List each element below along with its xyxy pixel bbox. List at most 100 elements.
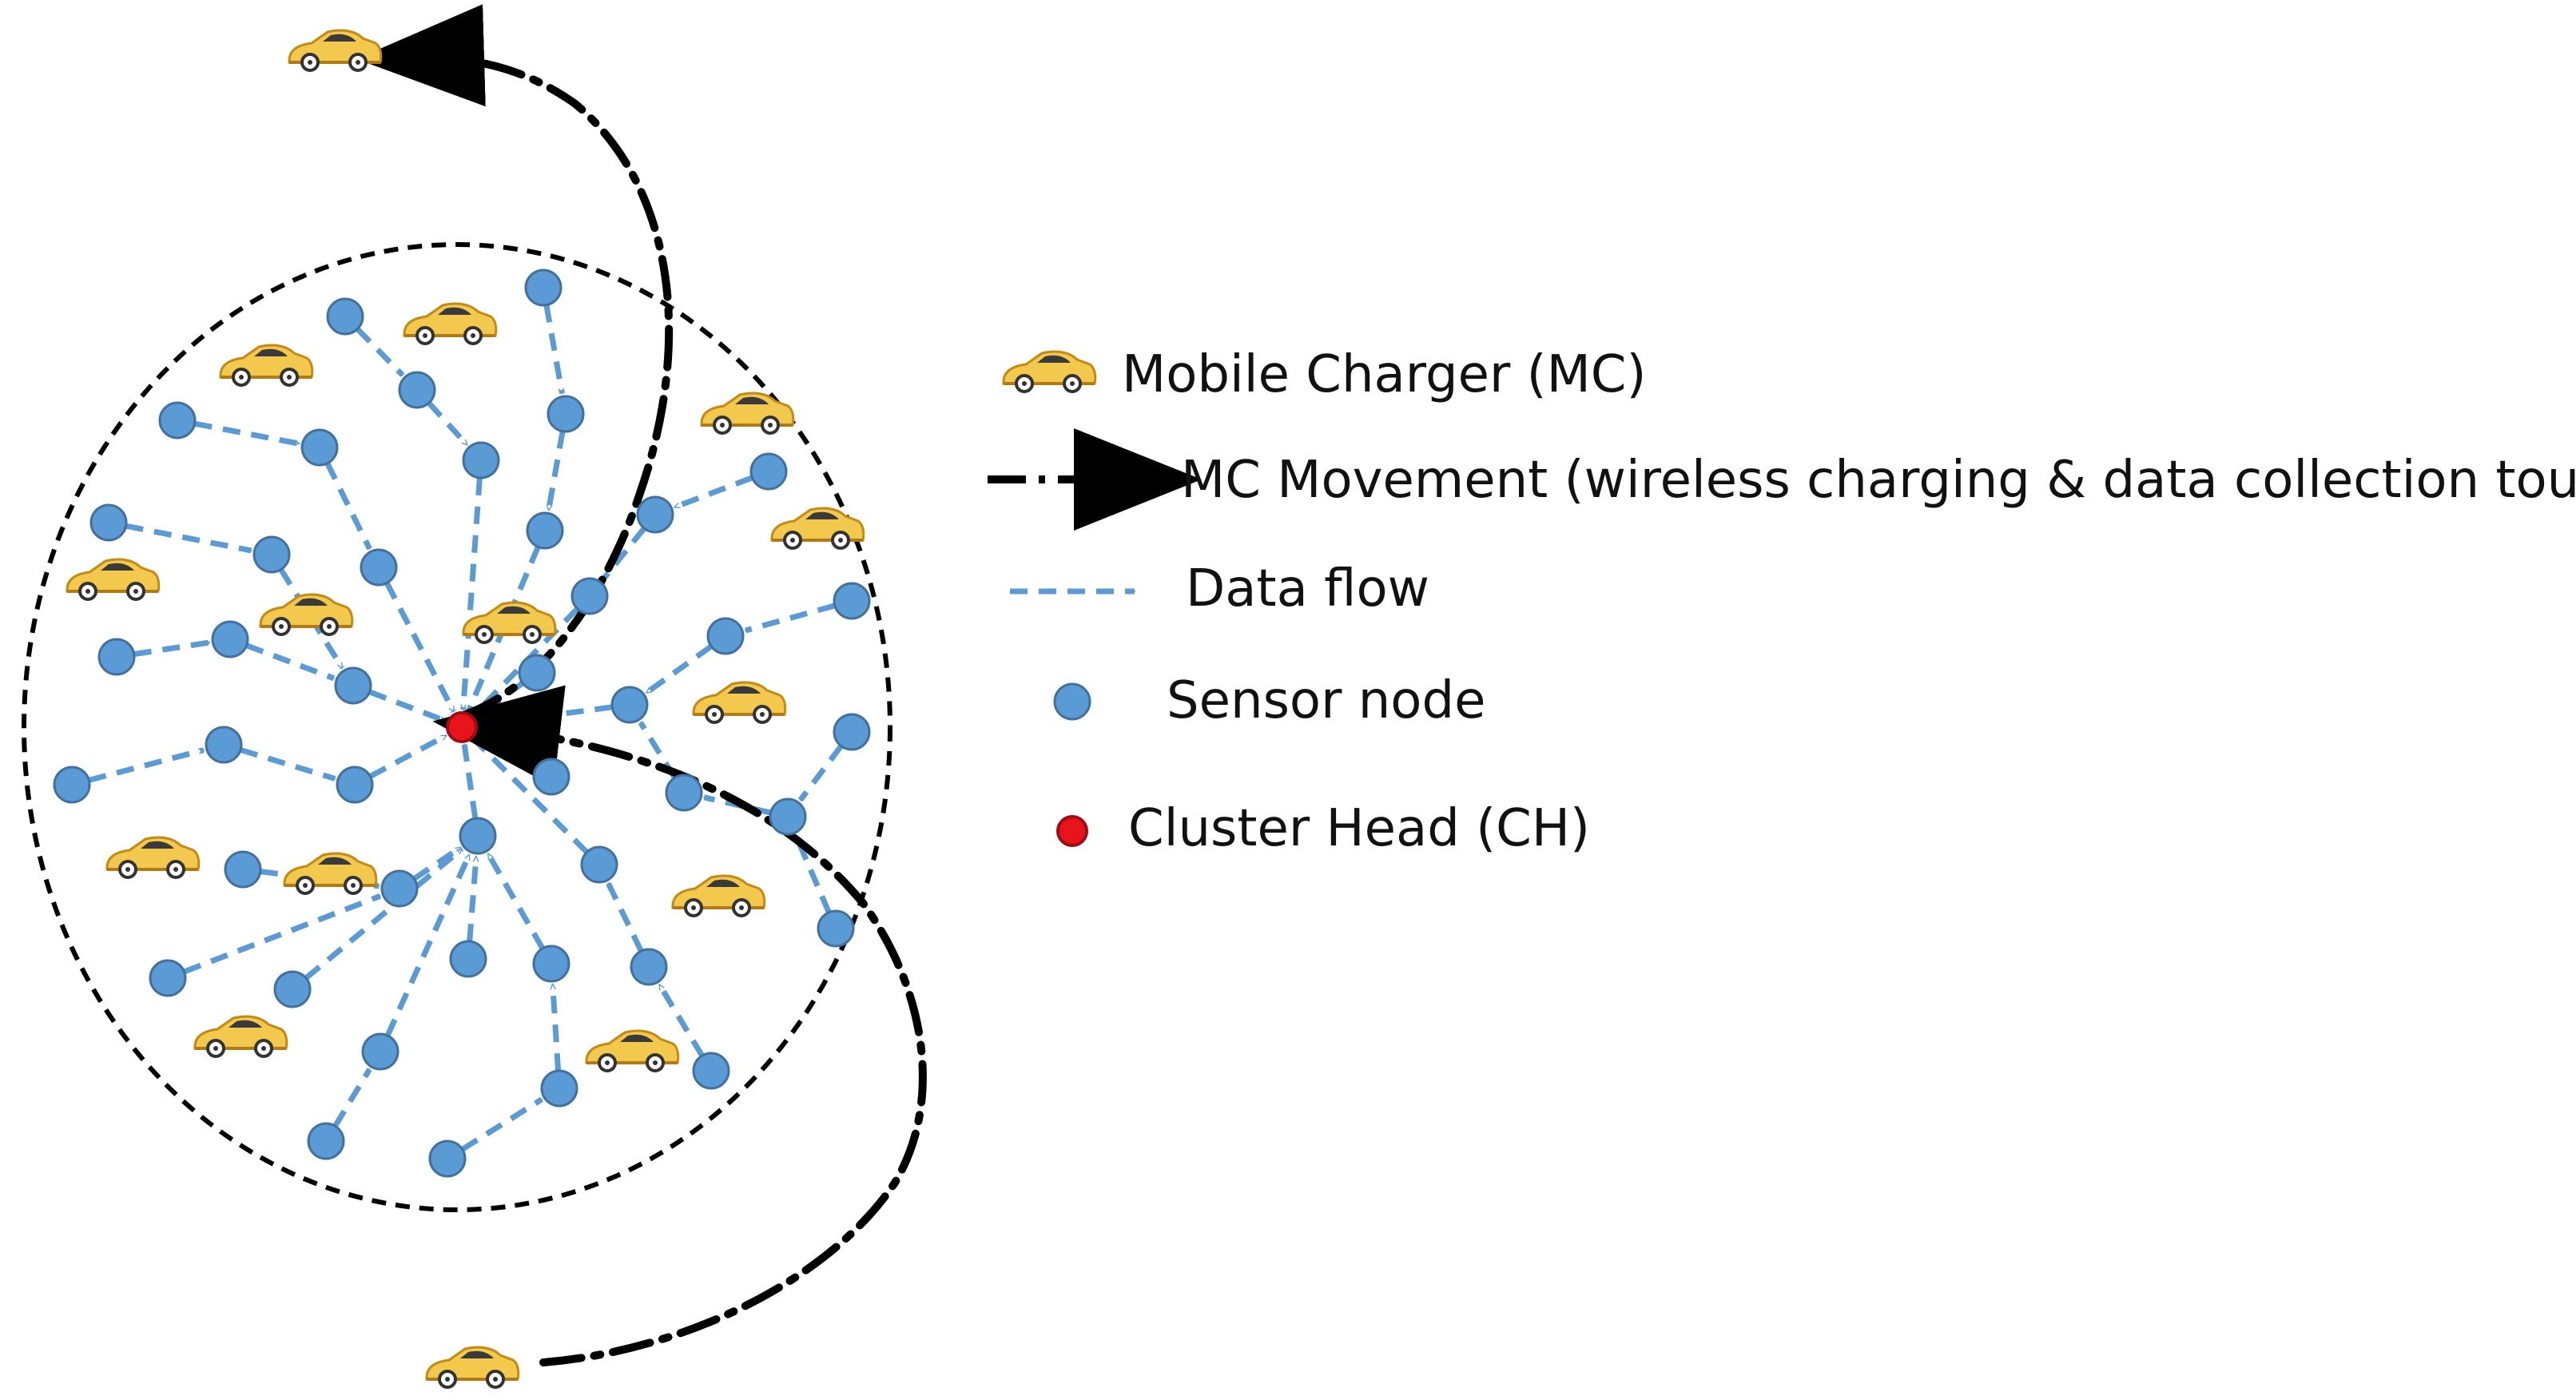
sensor-node [580, 845, 618, 884]
sensor-node [462, 441, 500, 479]
sensor-node [300, 428, 339, 467]
sensor-node [149, 959, 187, 997]
data-flow-arrow [550, 984, 562, 1072]
sensor-node [326, 297, 364, 336]
sensor-node [749, 452, 788, 491]
mc-movement-path [356, 4, 927, 1366]
mobile-charger-car [259, 593, 354, 636]
data-flow-arrow [125, 523, 252, 554]
data-flow-arrow [543, 304, 565, 394]
sensor-node [630, 948, 668, 986]
sensor-node [526, 511, 564, 550]
sensor-node [833, 713, 871, 751]
sensor-node [334, 666, 372, 705]
sensor-node [532, 758, 570, 796]
sensor-node [361, 1032, 400, 1071]
sensor-node [540, 1069, 578, 1108]
legend-mobile-charger-label: Mobile Charger (MC) [1122, 345, 1646, 404]
sensor-node [817, 909, 855, 948]
sensor-node [89, 503, 128, 542]
data-flow-arrow [606, 883, 644, 953]
sensor-node [547, 395, 585, 433]
sensor-node [273, 970, 312, 1008]
data-flow-arrow [183, 893, 380, 975]
data-flow-arrow [657, 983, 705, 1057]
legend-cluster-head-label: Cluster Head (CH) [1128, 799, 1590, 858]
data-flow-arrow [467, 857, 479, 942]
sensor-node [524, 268, 563, 307]
sensor-node [97, 638, 136, 676]
mobile-charger-car [700, 392, 795, 435]
legend-mobile-charger-icon [1002, 350, 1097, 393]
sensor-node [610, 686, 649, 724]
mobile-charger-car [692, 681, 787, 724]
data-flow-arrow [193, 420, 300, 447]
data-flow-arrow [546, 431, 566, 511]
data-flow-arrow [304, 846, 464, 980]
data-flow-arrow [674, 475, 753, 511]
legend-sensor-node-label: Sensor node [1167, 671, 1485, 730]
data-flow-arrow [384, 581, 456, 712]
mobile-charger-car [193, 1015, 288, 1058]
mobile-charger-car [403, 302, 498, 345]
sensor-node [53, 766, 91, 804]
sensor-node [636, 495, 674, 534]
data-flow-arrow [485, 854, 546, 950]
sensor-node [459, 817, 497, 855]
mobile-charger-car [219, 344, 314, 387]
data-flow-arrow [240, 747, 335, 782]
data-flow-arrow [797, 744, 844, 802]
sensor-node [211, 620, 249, 658]
sensor-nodes [53, 268, 871, 1178]
sensor-node [252, 535, 291, 574]
sensor-node [360, 548, 398, 587]
data-flow-arrow [368, 689, 446, 724]
sensor-node [307, 1122, 345, 1160]
sensor-node [398, 371, 436, 409]
legend-cluster-head-icon [1056, 815, 1088, 847]
mobile-charger-car [462, 601, 557, 644]
mc-path-lower [432, 685, 927, 1366]
sensor-node [158, 401, 197, 439]
mc-path-upper [356, 4, 674, 719]
sensor-node [833, 582, 871, 620]
sensor-node [692, 1052, 730, 1090]
sensor-node [570, 577, 609, 615]
data-flow-arrow [600, 526, 646, 582]
data-flow-arrow [460, 1096, 543, 1152]
data-flow-arrow [427, 400, 470, 447]
data-flow-arrow [88, 747, 204, 783]
data-flow-arrow [477, 733, 538, 771]
data-flow-arrow [332, 1068, 372, 1128]
data-flow-arrow [324, 462, 372, 549]
data-flow-arrow [133, 639, 210, 658]
data-flow-arrow [537, 694, 552, 760]
sensor-node [518, 654, 556, 692]
mobile-charger-car [585, 1029, 680, 1072]
data-flow-arrow [412, 845, 463, 881]
legend-data-flow-label: Data flow [1186, 559, 1429, 618]
data-flow-arrow [384, 855, 472, 1037]
sensor-node [224, 850, 262, 889]
data-flow-arrow [460, 477, 483, 710]
sensor-node [665, 774, 703, 812]
data-flow-arrow [368, 733, 446, 779]
mobile-charger-car [66, 558, 161, 601]
sensor-node [336, 766, 374, 804]
sensor-node [449, 940, 487, 978]
cluster-head [446, 711, 478, 743]
data-flow-arrow [461, 745, 479, 819]
mobile-charger-car [105, 836, 201, 879]
sensor-node [205, 726, 243, 764]
legend: Mobile Charger (MC) MC Movement (wireles… [988, 345, 2576, 858]
mobile-charger-car [425, 1346, 520, 1389]
mobile-charger-car [283, 852, 378, 895]
sensor-node [380, 869, 419, 908]
data-flow-arrow [355, 327, 405, 377]
data-flow-arrow [245, 642, 334, 682]
mobile-charger-car [671, 874, 766, 917]
mobile-charger-car [770, 507, 865, 550]
sensor-node [706, 617, 745, 655]
sensor-node [769, 797, 807, 836]
